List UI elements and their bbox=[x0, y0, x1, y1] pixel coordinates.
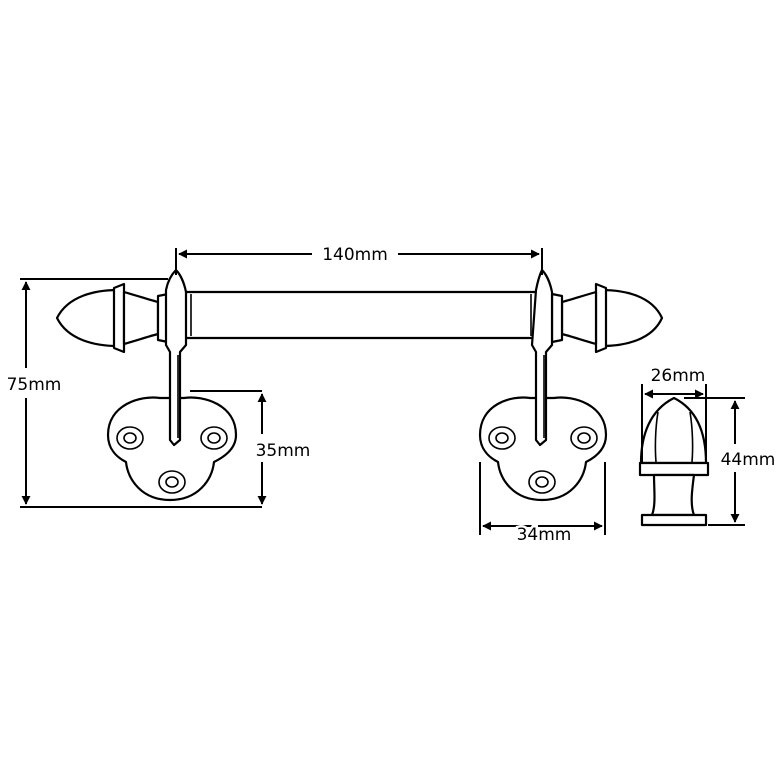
finial-height-label: 44mm bbox=[721, 450, 776, 470]
total-height-label: 75mm bbox=[7, 375, 62, 395]
left-finial bbox=[55, 282, 170, 354]
dimension-finial-width: 26mm bbox=[641, 366, 707, 462]
handle-bar bbox=[183, 290, 539, 340]
right-backplate bbox=[478, 268, 608, 502]
dimension-plate-height: 35mm bbox=[190, 390, 311, 505]
right-finial bbox=[550, 282, 664, 354]
dimension-bar-length: 140mm bbox=[175, 245, 543, 275]
dimension-plate-width: 34mm bbox=[479, 462, 606, 548]
finial-detail bbox=[638, 396, 710, 527]
plate-height-label: 35mm bbox=[256, 441, 311, 461]
dimension-finial-height: 44mm bbox=[684, 397, 778, 526]
plate-width-label: 34mm bbox=[517, 525, 572, 545]
finial-width-label: 26mm bbox=[651, 366, 706, 386]
bar-length-label: 140mm bbox=[322, 245, 388, 265]
left-backplate bbox=[106, 268, 238, 502]
dimension-total-height: 75mm bbox=[7, 278, 262, 508]
